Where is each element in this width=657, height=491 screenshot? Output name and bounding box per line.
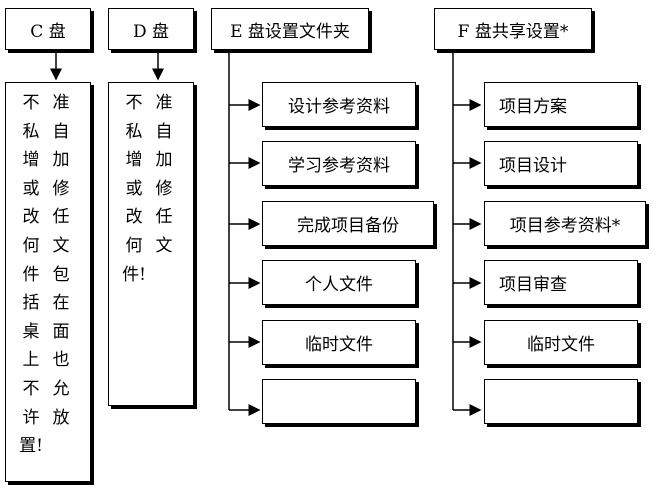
note-char: 自 — [52, 121, 70, 142]
note-char: 何 — [22, 235, 40, 256]
note-char: 修 — [52, 178, 70, 199]
note-char: 在 — [52, 293, 70, 314]
note-char: 置! — [19, 436, 43, 457]
note-char: 任 — [52, 207, 70, 228]
note-char: 增 — [125, 150, 143, 171]
note-char: 许 — [22, 407, 40, 428]
f-folder-3: 项目参考资料* — [484, 201, 646, 246]
note-char: 私 — [125, 121, 143, 142]
note-char: 准 — [155, 93, 173, 113]
note-char: 何 — [125, 235, 143, 256]
note-char: 不 — [125, 93, 143, 113]
note-char: 或 — [125, 178, 143, 199]
note-char: 桌 — [22, 321, 40, 342]
note-char: 不 — [22, 93, 40, 113]
note-char: 也 — [52, 350, 70, 371]
note-char: 私 — [22, 121, 40, 142]
note-char: 件! — [122, 264, 146, 285]
note-char: 增 — [22, 150, 40, 171]
e-folder-4: 个人文件 — [262, 260, 416, 305]
e-folder-3: 完成项目备份 — [262, 201, 434, 246]
f-folder-5: 临时文件 — [484, 320, 638, 365]
note-char: 文 — [155, 235, 173, 256]
note-char: 文 — [52, 235, 70, 256]
f-folder-6 — [484, 379, 638, 424]
e-folder-1: 设计参考资料 — [262, 82, 416, 127]
note-char: 或 — [22, 178, 40, 199]
note-char: 改 — [22, 207, 40, 228]
note-char: 上 — [22, 350, 40, 371]
note-char: 允 — [52, 378, 70, 399]
d-drive-title: D 盘 — [108, 8, 194, 50]
note-char: 加 — [52, 150, 70, 171]
note-char: 括 — [22, 293, 40, 314]
note-char: 自 — [155, 121, 173, 142]
f-folder-2: 项目设计 — [484, 141, 638, 186]
c-drive-note: 不准私自增加或修改任何文件包括在桌面上也不允许放置! — [5, 82, 91, 482]
note-char: 包 — [52, 264, 70, 285]
note-char: 任 — [155, 207, 173, 228]
e-folder-2: 学习参考资料 — [262, 141, 416, 186]
note-char: 准 — [52, 93, 70, 113]
f-folder-1: 项目方案 — [484, 82, 638, 127]
note-char: 修 — [155, 178, 173, 199]
c-drive-title: C 盘 — [5, 8, 91, 50]
note-char: 面 — [52, 321, 70, 342]
note-char: 不 — [22, 378, 40, 399]
d-drive-note: 不准私自增加或修改任何文件! — [108, 82, 194, 406]
note-char: 件 — [22, 264, 40, 285]
note-char: 改 — [125, 207, 143, 228]
note-char: 加 — [155, 150, 173, 171]
e-folder-5: 临时文件 — [262, 320, 416, 365]
e-drive-title: E 盘设置文件夹 — [211, 8, 369, 50]
note-char: 放 — [52, 407, 70, 428]
f-folder-4: 项目审查 — [484, 260, 638, 305]
f-drive-title: F 盘共享设置* — [434, 8, 592, 50]
e-folder-6 — [262, 379, 416, 424]
